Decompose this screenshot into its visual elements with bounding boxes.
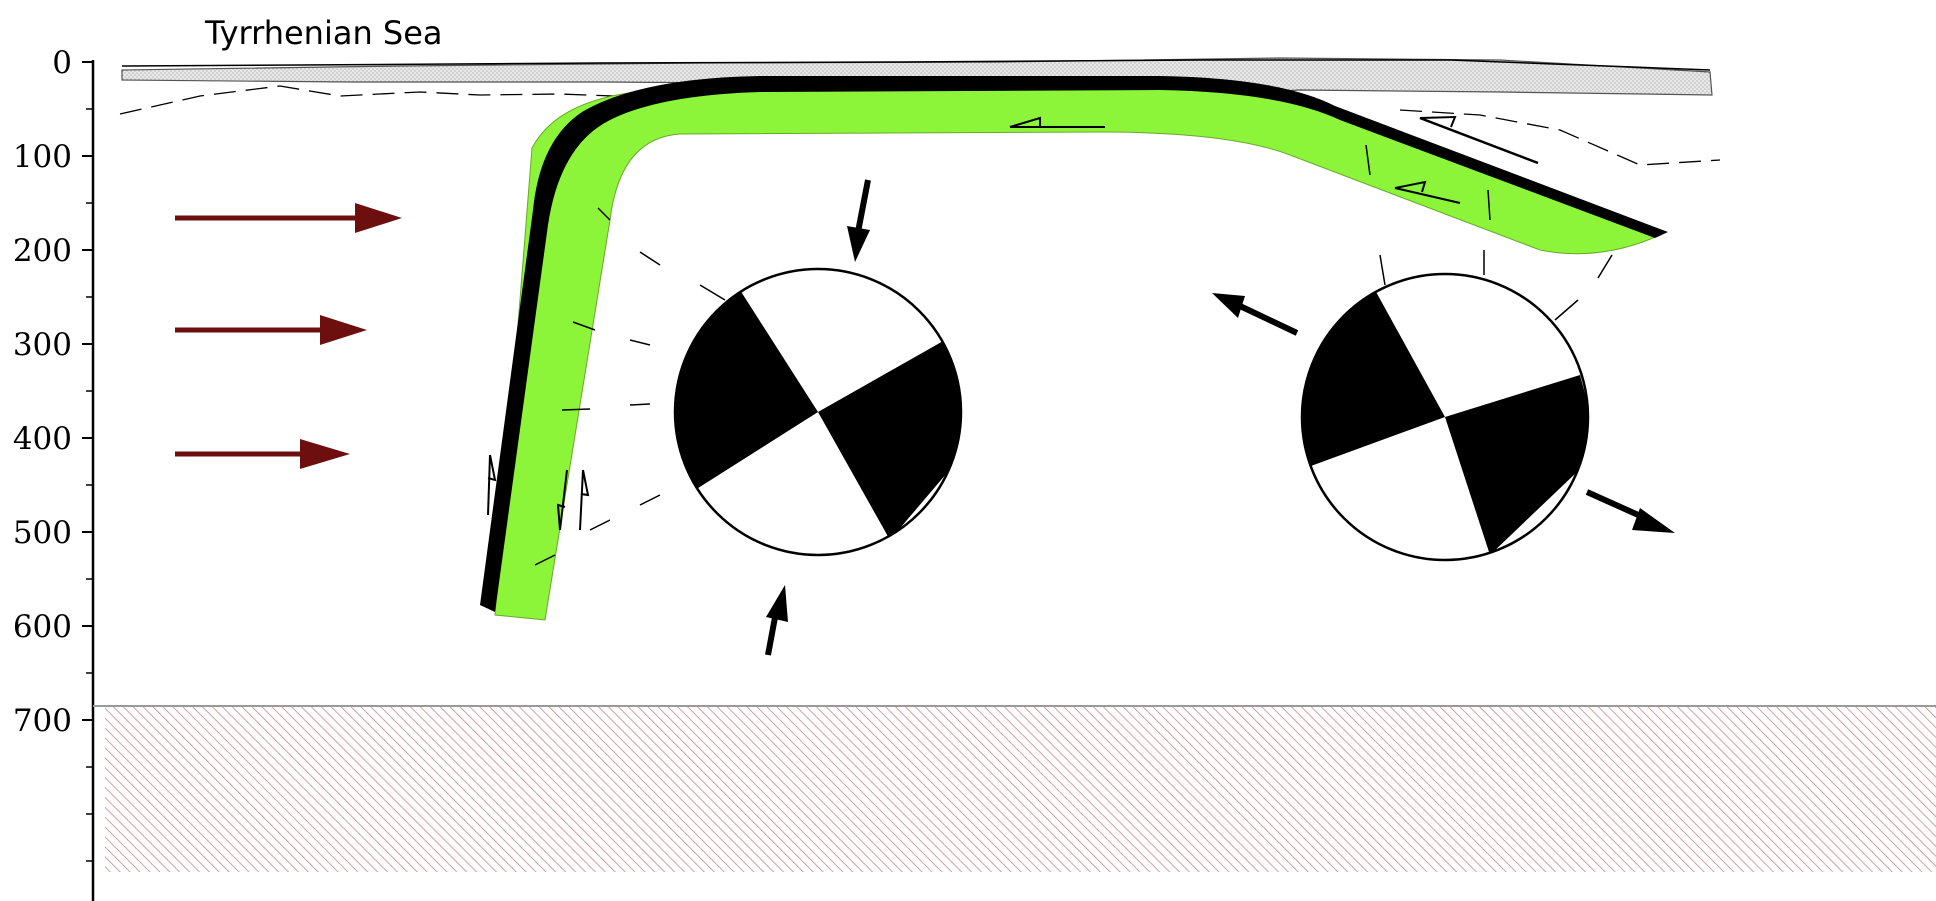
- stress-arrows: [765, 179, 1675, 656]
- focal-mechanism-compressional: [673, 267, 963, 557]
- right-mechanism-rays: [1365, 144, 1613, 321]
- shear-arrow-right-slab: [1394, 180, 1461, 204]
- mantle-flow-arrows: [175, 203, 402, 469]
- depth-tick-label: 700: [13, 703, 72, 739]
- stress-arrow-top: [847, 179, 871, 262]
- stress-arrow-lower-right: [1585, 489, 1675, 533]
- shear-sense-arrows: [487, 115, 1539, 531]
- shear-arrow-left-3: [579, 469, 590, 531]
- depth-tick-label: 400: [13, 421, 72, 457]
- dashed-boundary-right: [1399, 109, 1721, 166]
- depth-ticks: [82, 61, 93, 862]
- sea-title: Tyrrhenian Sea: [204, 14, 443, 52]
- surface-line: [121, 59, 1711, 71]
- shear-arrow-surface-right: [1419, 115, 1539, 165]
- lower-hatched-layer: [93, 705, 1936, 872]
- shear-arrow-left-2: [556, 469, 568, 531]
- depth-tick-label: 0: [52, 45, 72, 81]
- mantle-flow-arrow-3: [175, 439, 350, 469]
- depth-tick-label: 300: [13, 327, 72, 363]
- depth-tick-label: 100: [13, 139, 72, 175]
- left-mechanism-rays: [534, 207, 726, 566]
- depth-tick-label: 200: [13, 233, 72, 269]
- depth-tick-label: 500: [13, 515, 72, 551]
- depth-tick-label: 600: [13, 609, 72, 645]
- depth-labels: 0 100 200 300 400 500 600 700: [13, 45, 72, 739]
- dashed-boundary-upper: [119, 85, 641, 115]
- shear-arrow-top-slab: [1009, 116, 1105, 128]
- stress-arrow-bottom: [765, 585, 788, 656]
- depth-axis: 0 100 200 300 400 500 600 700: [13, 45, 95, 901]
- mantle-flow-arrow-1: [175, 203, 402, 233]
- hatched-layer-fill: [105, 706, 1936, 872]
- shear-arrow-left-1: [487, 454, 497, 516]
- stress-arrow-upper-left: [1212, 293, 1299, 336]
- focal-mechanism-extensional: [1300, 272, 1590, 562]
- mantle-flow-arrow-2: [175, 315, 367, 345]
